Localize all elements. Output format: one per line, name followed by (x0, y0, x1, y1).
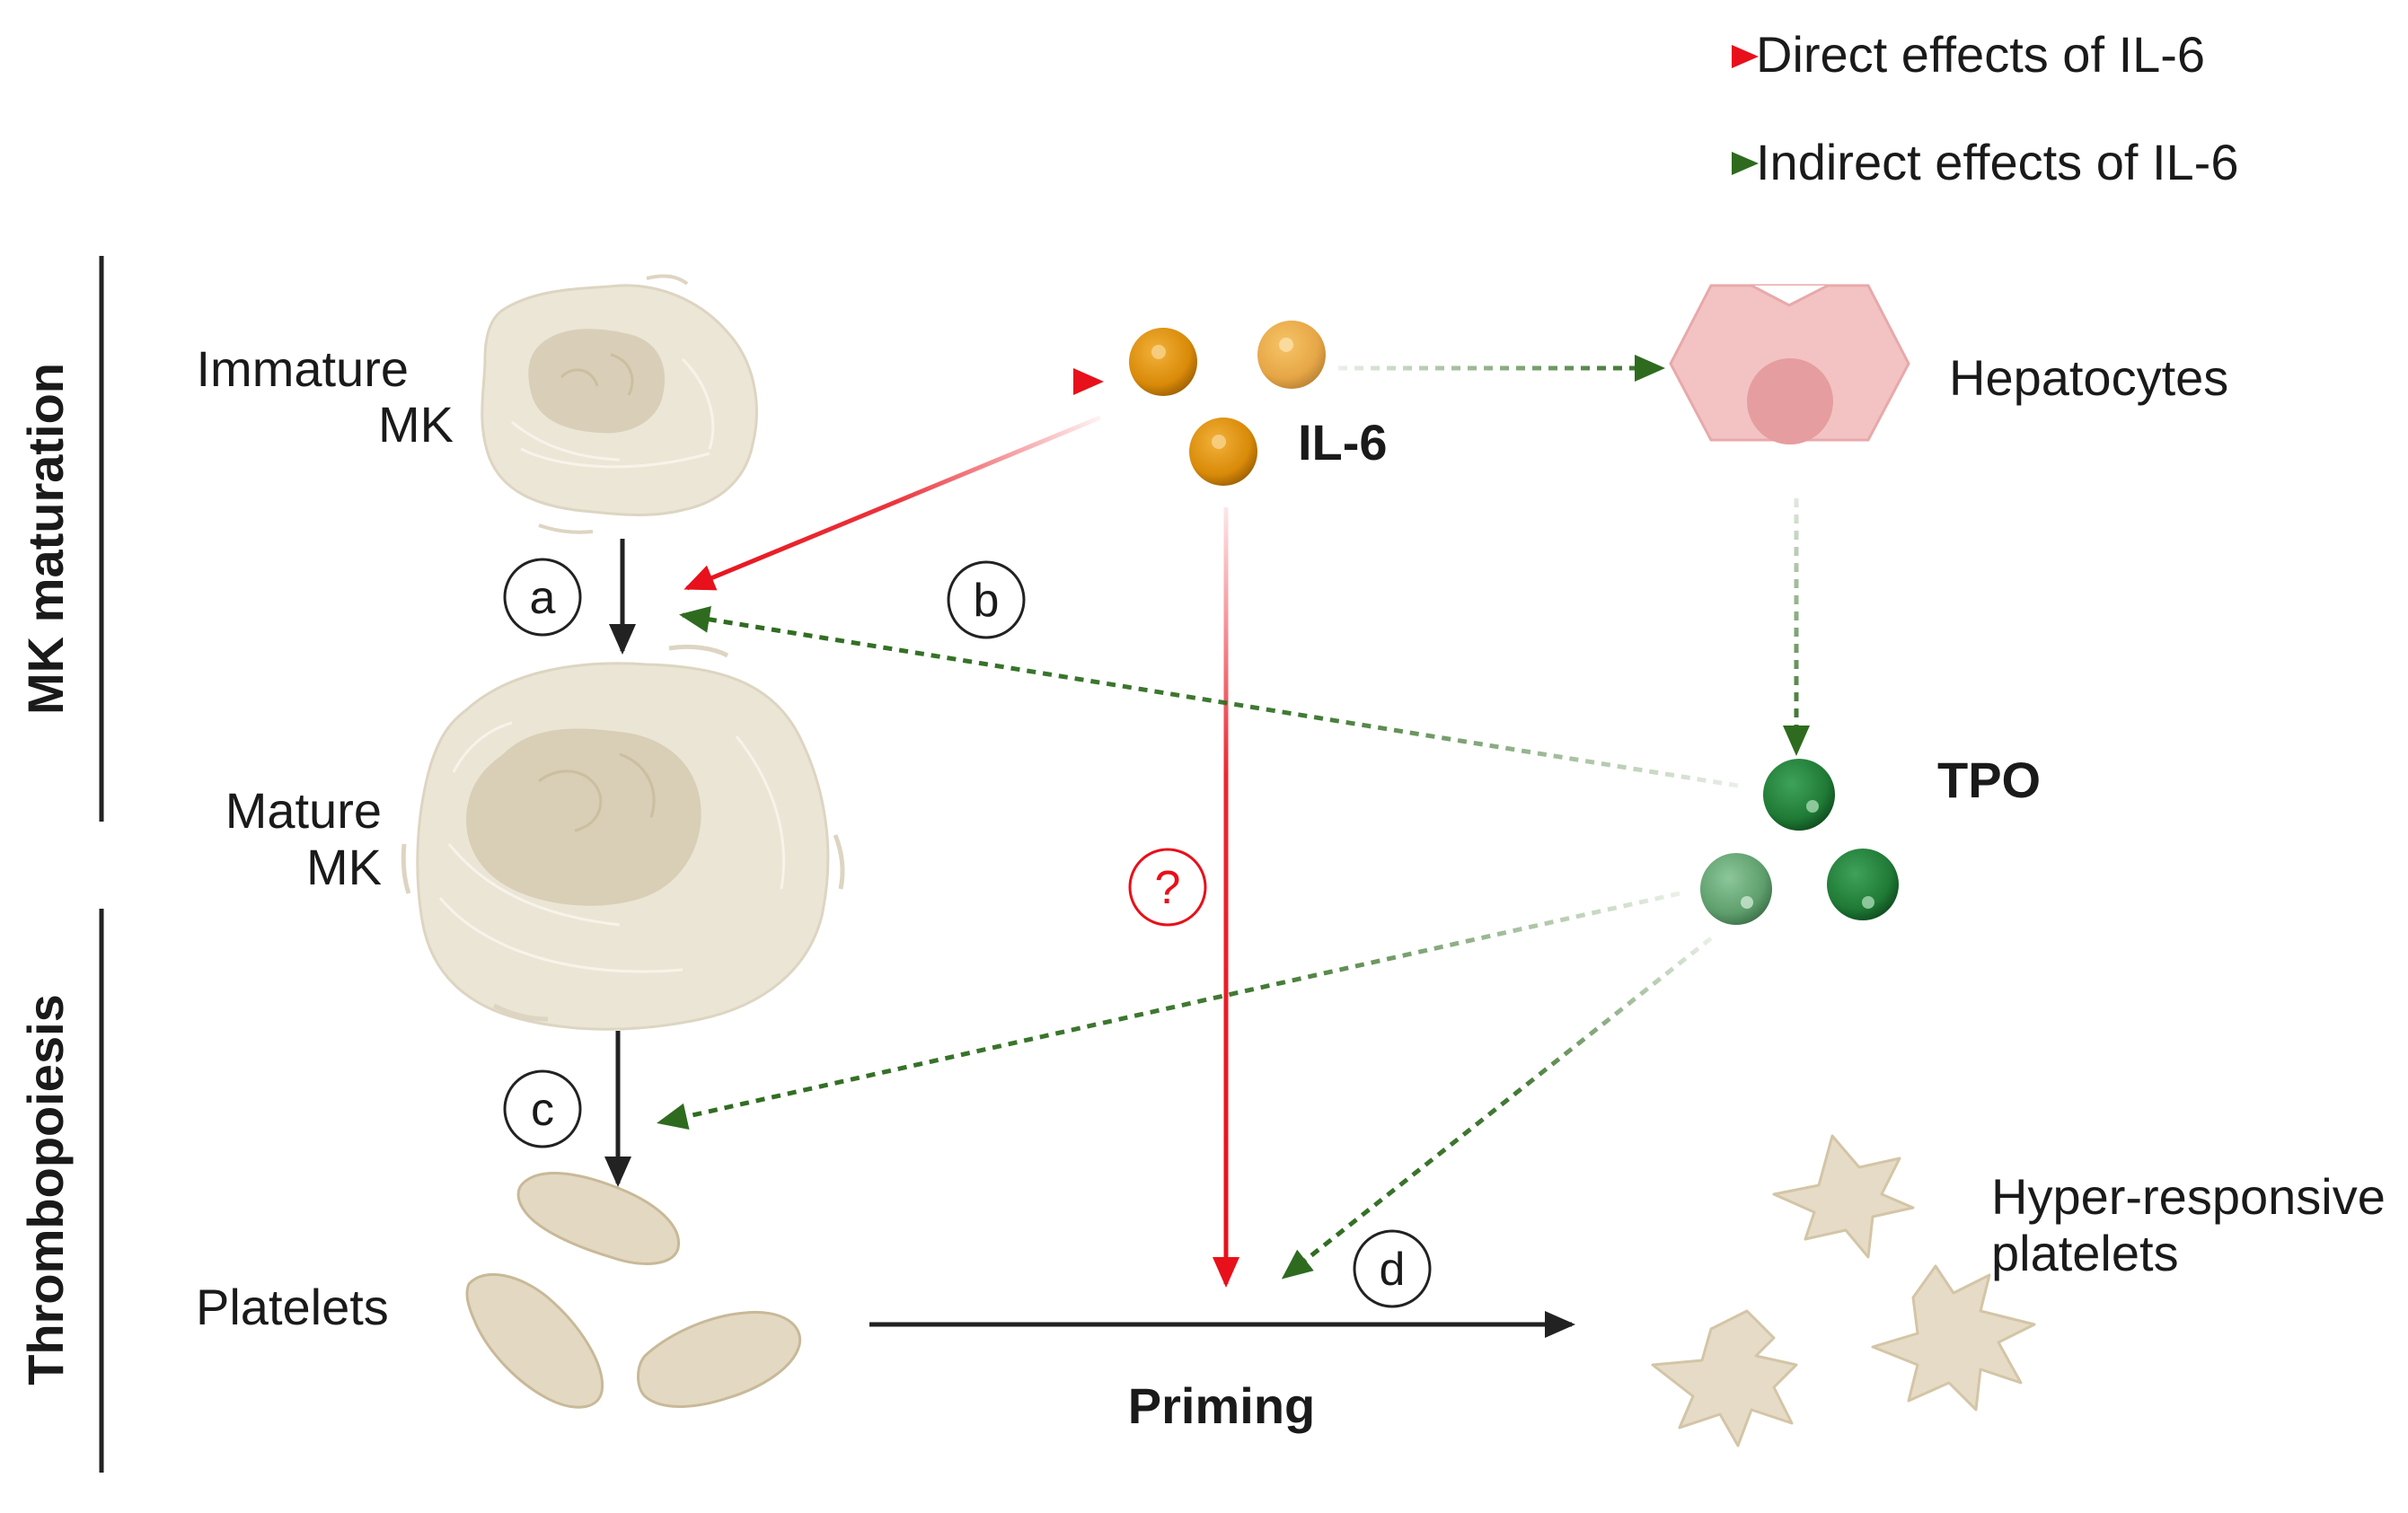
legend-direct-arrowhead (1732, 45, 1759, 68)
arrow-tpo-to-thrombopoiesis (657, 891, 1680, 1130)
svg-text:a: a (530, 572, 556, 624)
svg-text:c: c (531, 1084, 554, 1136)
arrow-il6-to-maturation (684, 415, 1101, 591)
svg-text:b: b (974, 575, 1000, 627)
step-b: b (947, 560, 1026, 639)
il6-molecule (1129, 328, 1197, 396)
step-c: c (503, 1069, 582, 1148)
hyper-responsive-label-line2: platelets (1991, 1225, 2179, 1281)
immature-mk-cell (481, 274, 758, 534)
hyper-responsive-label-line1: Hyper-responsive (1991, 1168, 2386, 1225)
svg-text:d: d (1380, 1244, 1406, 1296)
mature-mk-label-line1: Mature (225, 782, 382, 839)
arrow-tpo-to-maturation (679, 605, 1739, 788)
il6-molecule (1257, 321, 1326, 389)
step-d: d (1353, 1229, 1432, 1308)
tpo-molecule (1700, 853, 1772, 925)
hepatocyte-cell (1669, 284, 1910, 444)
legend-indirect-arrowhead (1732, 152, 1759, 175)
legend-indirect-label: Indirect effects of IL-6 (1756, 134, 2238, 190)
thrombopoiesis-label: Thrombopoiesis (17, 994, 74, 1385)
priming-label: Priming (1128, 1377, 1315, 1434)
step-a: a (503, 558, 582, 637)
section-maturation: MK maturation (17, 256, 104, 822)
mature-mk-cell (401, 644, 845, 1031)
legend: Direct effects of IL-6 Indirect effects … (1651, 26, 2238, 190)
tpo-label: TPO (1937, 752, 2041, 808)
arrow-tpo-to-priming (1281, 937, 1713, 1280)
maturation-label: MK maturation (17, 363, 74, 715)
immature-mk-label-line1: Immature (197, 340, 410, 397)
tpo-molecules (1700, 759, 1899, 925)
hepatocytes-label: Hepatocytes (1949, 349, 2228, 406)
svg-text:?: ? (1155, 862, 1181, 914)
immature-mk-label-line2: MK (378, 396, 454, 453)
mature-mk-label-line2: MK (306, 839, 382, 895)
tpo-molecule (1827, 849, 1899, 920)
il6-molecule (1189, 418, 1257, 486)
hyper-responsive-platelets (1651, 1134, 2036, 1447)
question-marker: ? (1128, 848, 1207, 927)
legend-direct-label: Direct effects of IL-6 (1756, 26, 2205, 83)
platelets-label: Platelets (196, 1279, 389, 1335)
il6-molecules (1129, 321, 1326, 486)
platelets-cells (465, 1171, 802, 1409)
tpo-molecule (1763, 759, 1835, 831)
il6-label: IL-6 (1298, 414, 1388, 471)
section-thrombopoiesis: Thrombopoiesis (17, 909, 104, 1473)
